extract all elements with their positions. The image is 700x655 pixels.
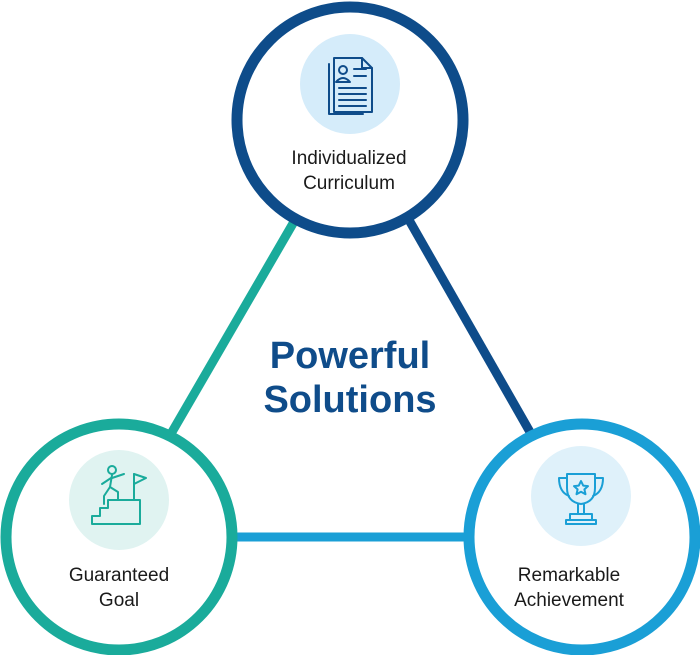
center-title-line2: Solutions [263, 379, 437, 421]
center-title: Powerful Solutions [200, 334, 500, 422]
trophy-star-icon [558, 473, 604, 525]
node-label-right: Remarkable Achievement [479, 563, 659, 613]
climber-flag-icon [91, 465, 147, 525]
node-label-top-line2: Curriculum [303, 173, 395, 194]
node-label-top-line1: Individualized [291, 148, 407, 169]
resume-document-icon [328, 57, 373, 115]
node-guaranteed-goal [0, 418, 238, 655]
node-label-left: Guaranteed Goal [29, 563, 209, 613]
icon-background-right [531, 446, 631, 546]
node-label-left-line1: Guaranteed [68, 565, 170, 586]
node-label-top: Individualized Curriculum [259, 146, 439, 196]
node-label-right-line1: Remarkable [517, 565, 621, 586]
node-label-left-line2: Goal [98, 590, 140, 611]
node-remarkable-achievement [463, 418, 700, 655]
center-title-line1: Powerful [269, 335, 431, 377]
connector-top-right [405, 217, 534, 435]
connector-top-left [168, 217, 299, 435]
node-label-right-line2: Achievement [514, 590, 624, 611]
node-individualized-curriculum [231, 1, 469, 239]
